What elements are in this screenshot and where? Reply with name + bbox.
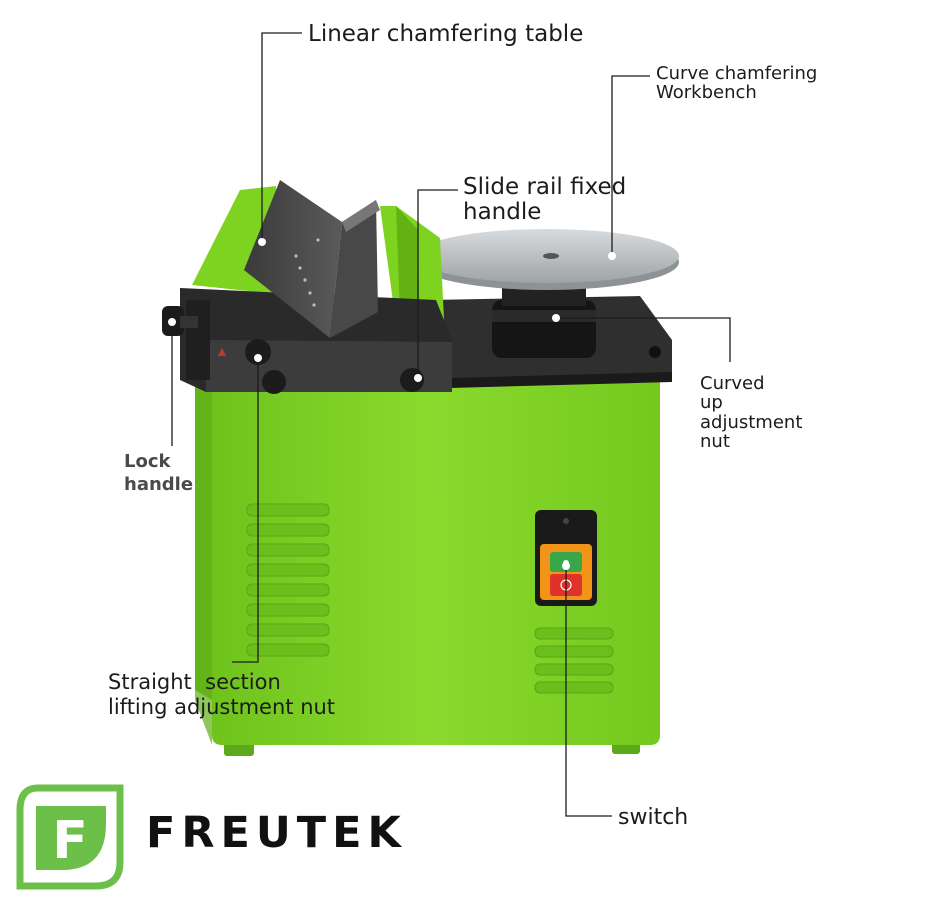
label-line: Curved [700, 373, 765, 394]
brand-name: FREUTEK [146, 808, 407, 858]
label-line: lifting adjustment nut [108, 695, 336, 720]
label-line: handle [463, 198, 542, 225]
straight-section-nut [245, 339, 286, 394]
label-line: adjustment [700, 411, 803, 433]
logo-letter: F [52, 811, 88, 871]
label-line: Straight section [108, 670, 281, 694]
label-line: Curve chamfering [656, 63, 818, 84]
leader-lines [168, 32, 731, 817]
freutek-logo-icon: F [16, 784, 124, 890]
label-curve-chamfering-workbench: Curve chamfering Workbench [656, 64, 817, 103]
vent-right [534, 627, 614, 694]
v-blades [244, 180, 380, 338]
label-line: handle [124, 474, 194, 496]
label-line: up [700, 392, 723, 414]
label-lock-handle: Lock handle [124, 450, 193, 497]
label-linear-chamfering-table: Linear chamfering table [308, 21, 584, 47]
label-curved-up-adjustment-nut: Curved up adjustment nut [700, 374, 802, 452]
vent-left [246, 503, 330, 657]
curve-workbench [415, 229, 679, 358]
label-straight-section-lifting-nut: Straight section lifting adjustment nut [108, 670, 335, 720]
label-switch: switch [618, 805, 689, 830]
label-line: nut [700, 431, 730, 453]
label-line: Workbench [656, 82, 757, 104]
label-slide-rail-fixed-handle: Slide rail fixed handle [463, 175, 626, 225]
label-line: Slide rail fixed [463, 174, 627, 200]
label-line: Lock [124, 451, 171, 472]
